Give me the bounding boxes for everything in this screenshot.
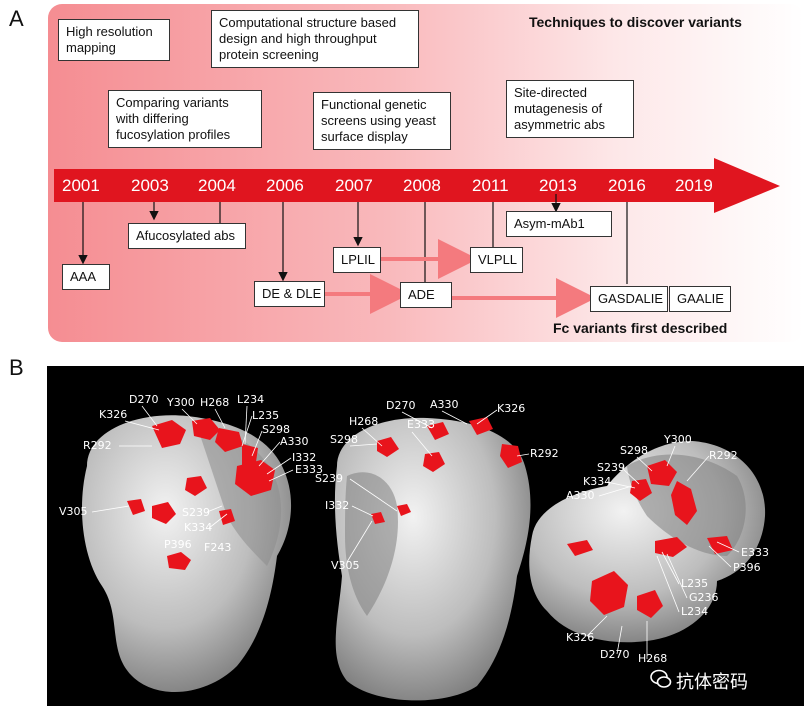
label-s1-v305: V305 (59, 505, 88, 518)
year-2016: 2016 (608, 176, 646, 195)
label-s3-a330: A330 (566, 489, 595, 502)
label-s3-l234: L234 (681, 605, 708, 618)
variant-box-gaalie: GAALIE (669, 286, 731, 312)
label-s2-h268: H268 (349, 415, 378, 428)
label-s3-k334: K334 (583, 475, 611, 488)
label-s1-y300: Y300 (166, 396, 195, 409)
label-s3-g236: G236 (689, 591, 719, 604)
timeline-graphic (54, 158, 780, 318)
year-2011: 2011 (472, 176, 509, 195)
structures-panel: D270 Y300 H268 L234 K326 L235 S298 R292 … (47, 366, 804, 706)
year-2007: 2007 (335, 176, 373, 195)
label-s2-i332: I332 (325, 499, 349, 512)
label-s1-s298: S298 (262, 423, 290, 436)
year-2019: 2019 (675, 176, 713, 195)
structure-2 (334, 417, 531, 701)
timeline-panel: Techniques to discover variants Fc varia… (48, 4, 804, 342)
year-2013: 2013 (539, 176, 577, 195)
label-s3-h268: H268 (638, 652, 667, 665)
year-2003: 2003 (131, 176, 169, 195)
variants-heading: Fc variants first described (553, 320, 728, 336)
watermark-text: 抗体密码 (676, 672, 748, 693)
variant-box-asym: Asym-mAb1 (506, 211, 612, 237)
label-s2-s298: S298 (330, 433, 358, 446)
technique-box-high-resolution: High resolution mapping (58, 19, 170, 61)
year-2004: 2004 (198, 176, 236, 195)
technique-box-computational: Computational structure based design and… (211, 10, 419, 68)
label-s3-e333: E333 (741, 546, 769, 559)
year-2008: 2008 (403, 176, 441, 195)
structure-3 (529, 441, 766, 643)
variant-box-afucosylated: Afucosylated abs (128, 223, 246, 249)
label-s2-r292: R292 (530, 447, 559, 460)
label-s2-e333: E333 (407, 418, 435, 431)
label-s1-e333: E333 (295, 463, 323, 476)
label-s3-s239: S239 (597, 461, 625, 474)
label-s1-l235: L235 (252, 409, 279, 422)
label-s3-k326: K326 (566, 631, 594, 644)
variant-box-vlpll: VLPLL (470, 247, 523, 273)
label-s2-d270: D270 (386, 399, 415, 412)
technique-box-site-directed: Site-directed mutagenesis of asymmetric … (506, 80, 634, 138)
label-s3-y300: Y300 (663, 433, 692, 446)
label-s2-k326: K326 (497, 402, 525, 415)
leader-lines (91, 405, 740, 659)
label-s1-f243: F243 (204, 541, 231, 554)
panel-a-letter: A (9, 6, 24, 31)
label-s1-s239: S239 (182, 506, 210, 519)
label-s1-a330: A330 (280, 435, 309, 448)
technique-box-fucosylation: Comparing variants with differing fucosy… (108, 90, 262, 148)
variant-box-lplil: LPLIL (333, 247, 381, 273)
variant-box-aaa: AAA (62, 264, 110, 290)
wechat-icon (650, 669, 672, 688)
label-s1-k326: K326 (99, 408, 127, 421)
structures-graphic: D270 Y300 H268 L234 K326 L235 S298 R292 … (59, 393, 769, 701)
label-s3-d270: D270 (600, 648, 629, 661)
label-s1-r292: R292 (83, 439, 112, 452)
variant-box-gasdalie: GASDALIE (590, 286, 668, 312)
label-s1-h268: H268 (200, 396, 229, 409)
year-2001: 2001 (62, 176, 100, 195)
residue-labels: D270 Y300 H268 L234 K326 L235 S298 R292 … (59, 393, 769, 665)
structure-1 (82, 415, 292, 693)
year-2006: 2006 (266, 176, 304, 195)
label-s1-p396: P396 (164, 538, 192, 551)
label-s2-v305: V305 (331, 559, 360, 572)
label-s2-s239: S239 (315, 472, 343, 485)
label-s3-p396: P396 (733, 561, 761, 574)
variant-box-ade: ADE (400, 282, 452, 308)
variant-box-de-dle: DE & DLE (254, 281, 325, 307)
label-s1-i332: I332 (292, 451, 316, 464)
label-s3-l235: L235 (681, 577, 708, 590)
techniques-heading: Techniques to discover variants (529, 14, 742, 30)
timeline-arrow (54, 158, 780, 213)
label-s1-k334: K334 (184, 521, 212, 534)
label-s1-l234: L234 (237, 393, 264, 406)
label-s2-a330: A330 (430, 398, 459, 411)
panel-b-letter: B (9, 355, 24, 380)
technique-box-yeast-display: Functional genetic screens using yeast s… (313, 92, 451, 150)
label-s3-s298: S298 (620, 444, 648, 457)
label-s3-r292: R292 (709, 449, 738, 462)
label-s1-d270: D270 (129, 393, 158, 406)
